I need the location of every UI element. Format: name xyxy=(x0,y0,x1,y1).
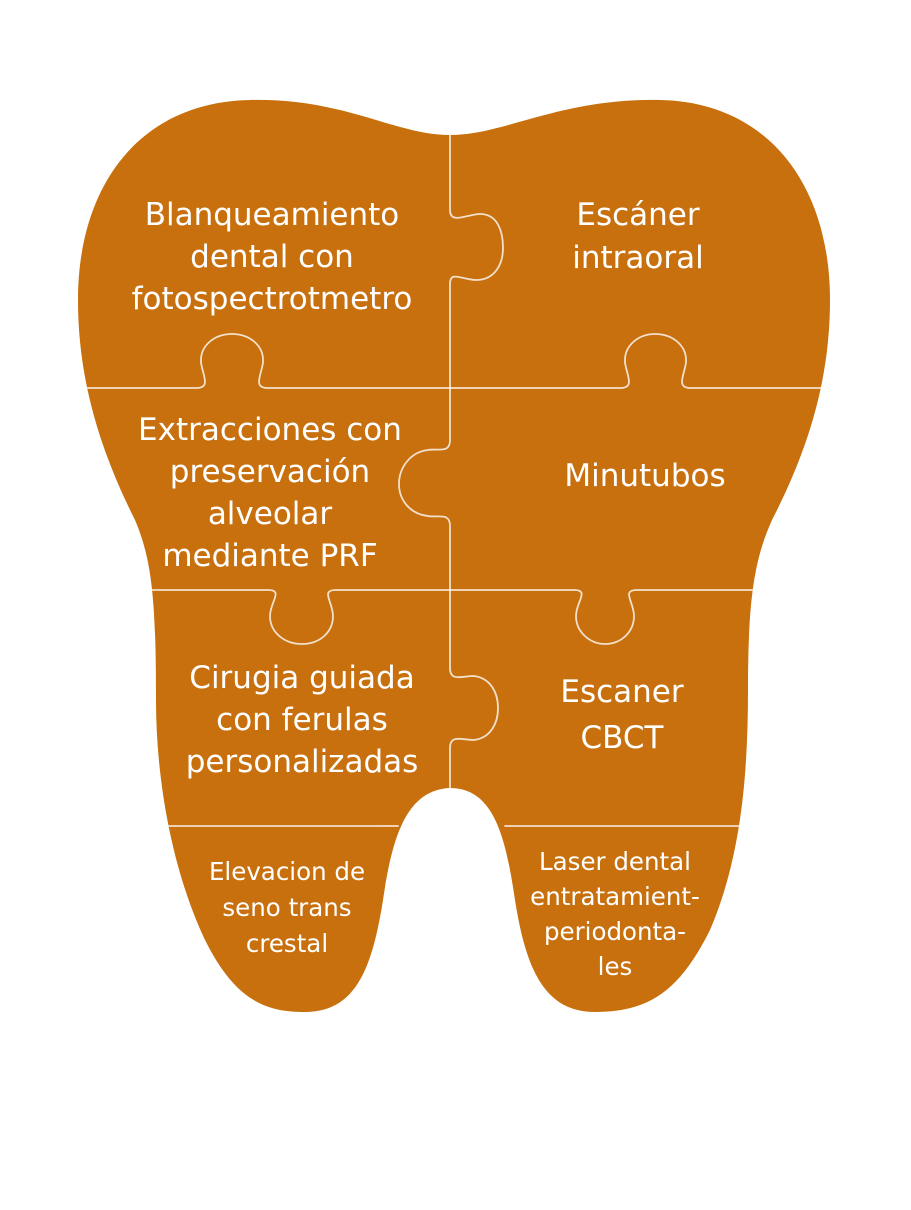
piece-label-blanqueamiento: Blanqueamiento dental con fotospectrotmetr… xyxy=(132,197,413,317)
piece-label-elevacion-seno: Elevacion de seno trans crestal xyxy=(209,857,365,958)
piece-label-line: con ferulas xyxy=(216,702,388,738)
puzzle-seams xyxy=(78,131,830,827)
seam-horizontal-2 xyxy=(78,589,830,645)
piece-label-line: Escáner xyxy=(576,197,699,233)
piece-label-extracciones: Extracciones con preservación alveolar medi… xyxy=(138,412,402,574)
piece-label-escaner-intraoral: Escáner intraoral xyxy=(572,197,703,276)
piece-label-line: fotospectrotmetro xyxy=(132,281,413,317)
piece-label-cirugia-guiada: Cirugia guiada con ferulas personalizadas xyxy=(186,660,419,780)
seam-horizontal-1 xyxy=(78,333,830,389)
piece-label-line: Minutubos xyxy=(564,458,725,494)
piece-label-line: Extracciones con xyxy=(138,412,402,448)
piece-label-line: mediante PRF xyxy=(162,538,377,574)
seam-center-vertical xyxy=(398,131,504,793)
piece-labels: Blanqueamiento dental con fotospectrotmetr… xyxy=(132,197,726,981)
piece-label-line: dental con xyxy=(190,239,354,275)
piece-label-minutubos: Minutubos xyxy=(564,458,725,494)
piece-label-line: CBCT xyxy=(581,720,665,756)
tooth-shape xyxy=(78,99,830,1012)
piece-label-line: alveolar xyxy=(208,496,333,532)
piece-label-laser-dental: Laser dental entratamient-periodonta-les xyxy=(530,847,700,981)
piece-label-line: Blanqueamiento xyxy=(145,197,400,233)
piece-label-line: les xyxy=(598,952,633,981)
piece-label-line: preservación xyxy=(170,454,370,490)
piece-label-line: Escaner xyxy=(560,674,683,710)
piece-label-line: intraoral xyxy=(572,240,703,276)
piece-label-line: personalizadas xyxy=(186,744,419,780)
piece-label-line: Elevacion de xyxy=(209,857,365,886)
piece-label-line: Laser dental xyxy=(539,847,691,876)
piece-label-line: crestal xyxy=(246,929,328,958)
piece-label-line: periodonta- xyxy=(544,917,686,946)
piece-label-line: seno trans xyxy=(222,893,351,922)
piece-label-line: entratamient- xyxy=(530,882,700,911)
piece-label-line: Cirugia guiada xyxy=(189,660,414,696)
